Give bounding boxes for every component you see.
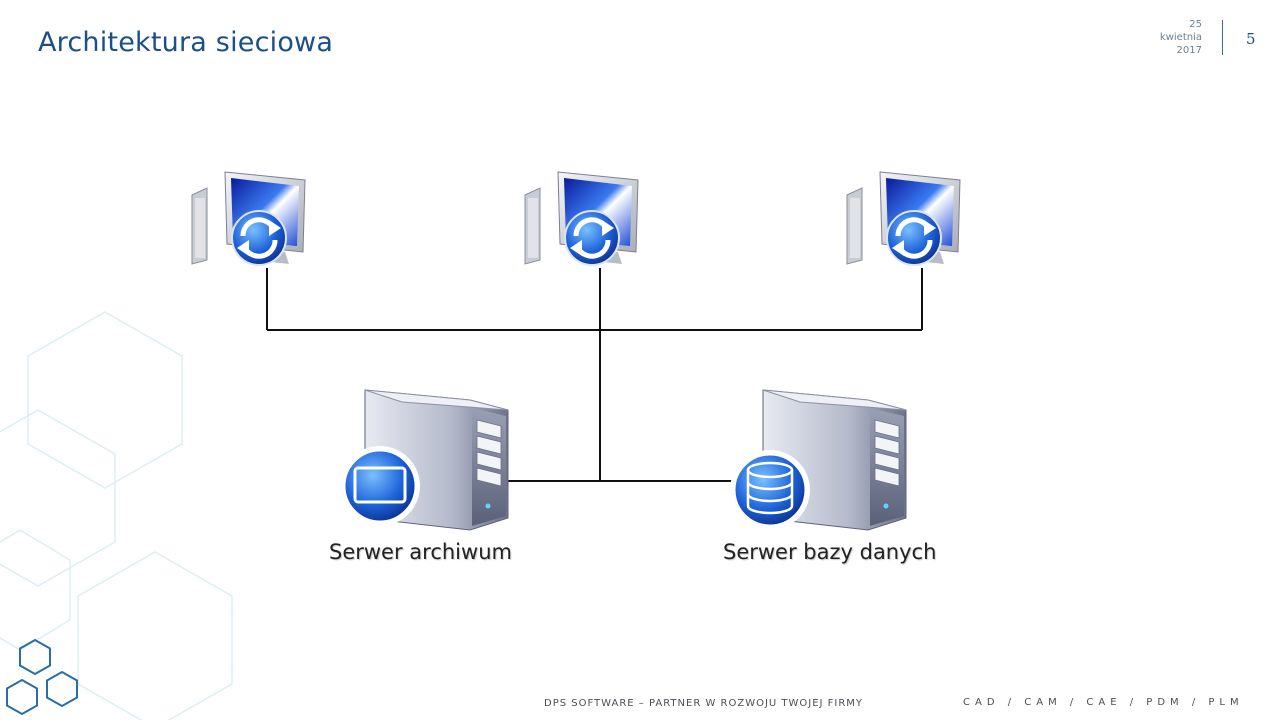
archive-server-label: Serwer archiwum bbox=[329, 540, 512, 564]
company-logo-hexagons bbox=[6, 638, 78, 716]
server-monitor-icon bbox=[340, 389, 509, 531]
date-year: 2017 bbox=[1176, 45, 1202, 56]
date-day: 25 bbox=[1189, 19, 1202, 30]
page-number: 5 bbox=[1246, 30, 1256, 48]
date-month: kwietnia bbox=[1159, 32, 1202, 43]
header-divider bbox=[1222, 20, 1223, 55]
workstation-sync-icon bbox=[525, 172, 638, 265]
database-server-label: Serwer bazy danych bbox=[723, 540, 937, 564]
footer-products: CAD / CAM / CAE / PDM / PLM bbox=[963, 697, 1244, 708]
footer-tagline: DPS SOFTWARE – PARTNER W ROZWOJU TWOJEJ … bbox=[544, 698, 864, 709]
workstation-sync-icon bbox=[847, 172, 960, 265]
network-connections bbox=[266, 268, 923, 482]
slide-date: 25 kwietnia 2017 bbox=[1150, 18, 1202, 57]
page-title: Architektura sieciowa bbox=[38, 27, 334, 58]
workstation-sync-icon bbox=[192, 172, 305, 265]
server-database-icon bbox=[730, 389, 907, 531]
